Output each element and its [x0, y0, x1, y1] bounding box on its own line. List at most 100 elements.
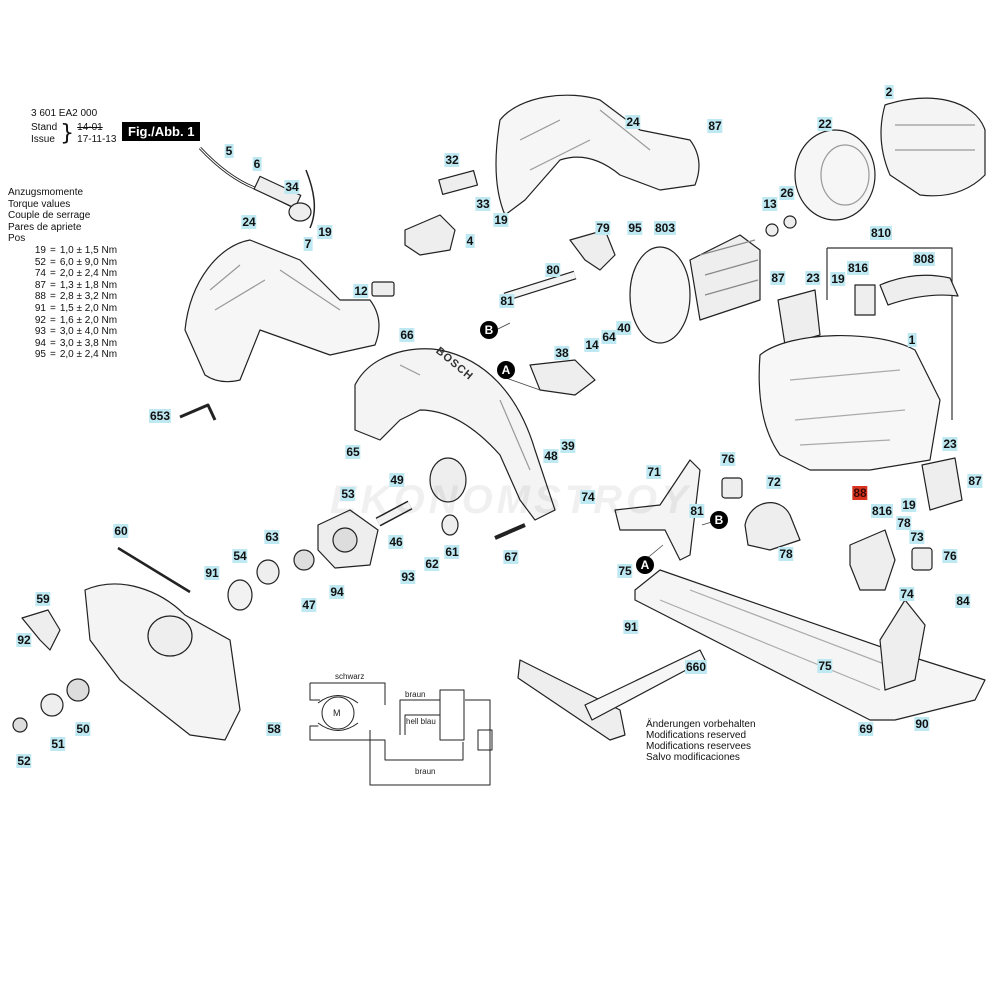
part-label[interactable]: 60: [113, 524, 129, 538]
part-label[interactable]: 810: [869, 226, 893, 240]
part-label[interactable]: 71: [646, 465, 662, 479]
part-label-highlighted[interactable]: 88: [852, 486, 868, 500]
part-label[interactable]: 49: [389, 473, 405, 487]
part-label[interactable]: 73: [909, 530, 925, 544]
part-label[interactable]: 74: [899, 587, 915, 601]
torque-pos: 74: [34, 268, 46, 280]
part-label[interactable]: 2: [884, 85, 894, 99]
part-label[interactable]: 40: [616, 321, 632, 335]
torque-row: 52=6,0 ± 9,0 Nm: [32, 257, 117, 269]
part-label[interactable]: 53: [340, 487, 356, 501]
part-label[interactable]: 22: [817, 117, 833, 131]
equals-sign: =: [50, 279, 56, 291]
part-label[interactable]: 660: [684, 660, 708, 674]
part-label[interactable]: 803: [653, 221, 677, 235]
part-label[interactable]: 61: [444, 545, 460, 559]
part-label[interactable]: 78: [778, 547, 794, 561]
part-label[interactable]: 19: [317, 225, 333, 239]
equals-sign: =: [50, 326, 56, 338]
part-label[interactable]: 19: [493, 213, 509, 227]
part-label[interactable]: 19: [901, 498, 917, 512]
part-label[interactable]: 76: [942, 549, 958, 563]
wiring-diagram: [309, 682, 493, 786]
part-label[interactable]: 67: [503, 550, 519, 564]
part-label[interactable]: 92: [16, 633, 32, 647]
part-label[interactable]: 87: [707, 119, 723, 133]
part-label[interactable]: 87: [770, 271, 786, 285]
part-label[interactable]: 79: [595, 221, 611, 235]
part-label[interactable]: 69: [858, 722, 874, 736]
part-label[interactable]: 93: [400, 570, 416, 584]
part-label[interactable]: 52: [16, 754, 32, 768]
part-label[interactable]: 14: [584, 338, 600, 352]
torque-value: 1,5 ± 2,0 Nm: [59, 302, 118, 314]
part-label[interactable]: 46: [388, 535, 404, 549]
part-label[interactable]: 7: [303, 237, 313, 251]
part-label[interactable]: 32: [444, 153, 460, 167]
torque-value: 6,0 ± 9,0 Nm: [59, 256, 118, 268]
part-label[interactable]: 87: [967, 474, 983, 488]
torque-values-table: Anzugsmomente Torque values Couple de se…: [8, 187, 117, 361]
part-label[interactable]: 50: [75, 722, 91, 736]
part-label[interactable]: 23: [942, 437, 958, 451]
part-label[interactable]: 12: [353, 284, 369, 298]
part-label[interactable]: 48: [543, 449, 559, 463]
part-label[interactable]: 51: [50, 737, 66, 751]
part-label[interactable]: 64: [601, 330, 617, 344]
part-label[interactable]: 1: [907, 333, 917, 347]
torque-heading-pos: Pos: [8, 233, 26, 245]
part-label[interactable]: 6: [252, 157, 262, 171]
part-label[interactable]: 65: [345, 445, 361, 459]
part-label[interactable]: 63: [264, 530, 280, 544]
part-label[interactable]: 76: [720, 452, 736, 466]
equals-sign: =: [50, 244, 56, 256]
part-label[interactable]: 66: [399, 328, 415, 342]
part-label[interactable]: 47: [301, 598, 317, 612]
part-label[interactable]: 24: [625, 115, 641, 129]
part-label[interactable]: 78: [896, 516, 912, 530]
part-label[interactable]: 54: [232, 549, 248, 563]
part-label[interactable]: 808: [912, 252, 936, 266]
part-label[interactable]: 72: [766, 475, 782, 489]
part-label[interactable]: 81: [689, 504, 705, 518]
part-label[interactable]: 94: [329, 585, 345, 599]
part-label[interactable]: 58: [266, 722, 282, 736]
equals-sign: =: [50, 256, 56, 268]
part-label[interactable]: 5: [224, 144, 234, 158]
part-label[interactable]: 62: [424, 557, 440, 571]
torque-pos: 19: [34, 244, 46, 256]
part-label[interactable]: 38: [554, 346, 570, 360]
part-label[interactable]: 653: [148, 409, 172, 423]
torque-row: 94=3,0 ± 3,8 Nm: [32, 338, 117, 350]
equals-sign: =: [50, 302, 56, 314]
part-label[interactable]: 816: [846, 261, 870, 275]
torque-value: 2,0 ± 2,4 Nm: [59, 268, 118, 280]
part-label[interactable]: 91: [204, 566, 220, 580]
part-label[interactable]: 74: [580, 490, 596, 504]
part-label[interactable]: 4: [465, 234, 475, 248]
part-label[interactable]: 23: [805, 271, 821, 285]
part-label[interactable]: 33: [475, 197, 491, 211]
part-label[interactable]: 59: [35, 592, 51, 606]
part-label[interactable]: 24: [241, 215, 257, 229]
part-label[interactable]: 75: [617, 564, 633, 578]
cable-clamp: [288, 202, 312, 222]
torque-value: 1,6 ± 2,0 Nm: [59, 314, 118, 326]
part-label[interactable]: 95: [627, 221, 643, 235]
part-label[interactable]: 39: [560, 439, 576, 453]
part-label[interactable]: 91: [623, 620, 639, 634]
part-label[interactable]: 81: [499, 294, 515, 308]
part-label[interactable]: 84: [955, 594, 971, 608]
part-label[interactable]: 26: [779, 186, 795, 200]
part-label[interactable]: 80: [545, 263, 561, 277]
part-label[interactable]: 816: [870, 504, 894, 518]
part-label[interactable]: 34: [284, 180, 300, 194]
part-label[interactable]: 90: [914, 717, 930, 731]
part-label[interactable]: 13: [762, 197, 778, 211]
part-label[interactable]: 75: [817, 659, 833, 673]
torque-value: 2,0 ± 2,4 Nm: [59, 349, 118, 361]
part-label[interactable]: 19: [830, 272, 846, 286]
